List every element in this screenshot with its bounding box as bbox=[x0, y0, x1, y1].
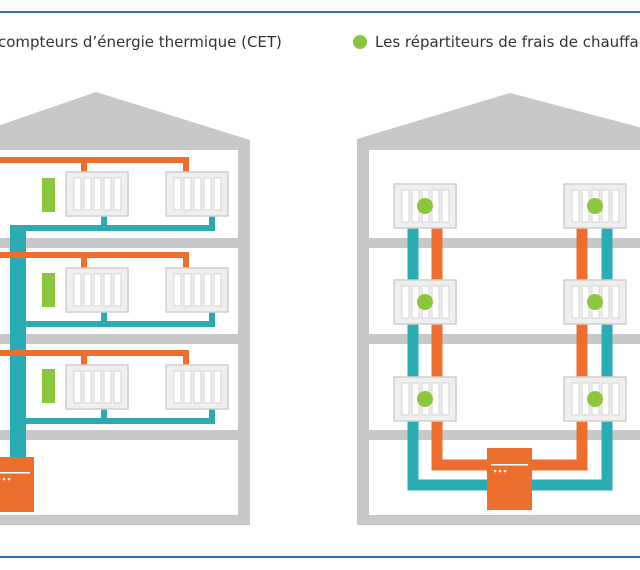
green-dot-icon bbox=[417, 294, 433, 310]
building-right bbox=[357, 93, 640, 525]
boiler-left bbox=[0, 457, 34, 512]
legend-cet: compteurs d’énergie thermique (CET) bbox=[0, 33, 282, 51]
radiator-icon bbox=[65, 267, 129, 313]
green-dot-icon bbox=[587, 294, 603, 310]
meters-left bbox=[42, 178, 55, 403]
green-dot-icon bbox=[417, 198, 433, 214]
green-dot-icon bbox=[417, 391, 433, 407]
legend-allocators: Les répartiteurs de frais de chauffa bbox=[353, 33, 639, 51]
allocators-right bbox=[417, 198, 603, 407]
green-dot-icon bbox=[587, 391, 603, 407]
legend-allocators-label: Les répartiteurs de frais de chauffa bbox=[375, 33, 639, 51]
legend-cet-label: compteurs d’énergie thermique (CET) bbox=[0, 33, 282, 51]
bottom-frame-line bbox=[0, 556, 640, 558]
radiator-icon bbox=[165, 364, 229, 410]
radiator-icon bbox=[65, 171, 129, 217]
radiators-left bbox=[65, 171, 229, 410]
boiler-icon bbox=[0, 457, 34, 512]
green-bar-icon bbox=[42, 178, 55, 212]
green-dot-icon bbox=[587, 198, 603, 214]
boiler-icon bbox=[487, 448, 532, 510]
radiator-icon bbox=[65, 364, 129, 410]
green-dot-icon bbox=[353, 35, 367, 49]
green-bar-icon bbox=[42, 369, 55, 403]
radiator-icon bbox=[165, 267, 229, 313]
green-bar-icon bbox=[42, 273, 55, 307]
radiator-icon bbox=[165, 171, 229, 217]
boiler-right bbox=[487, 448, 532, 510]
building-left bbox=[0, 92, 250, 525]
pipes-left bbox=[0, 157, 215, 460]
top-frame-line bbox=[0, 11, 640, 13]
